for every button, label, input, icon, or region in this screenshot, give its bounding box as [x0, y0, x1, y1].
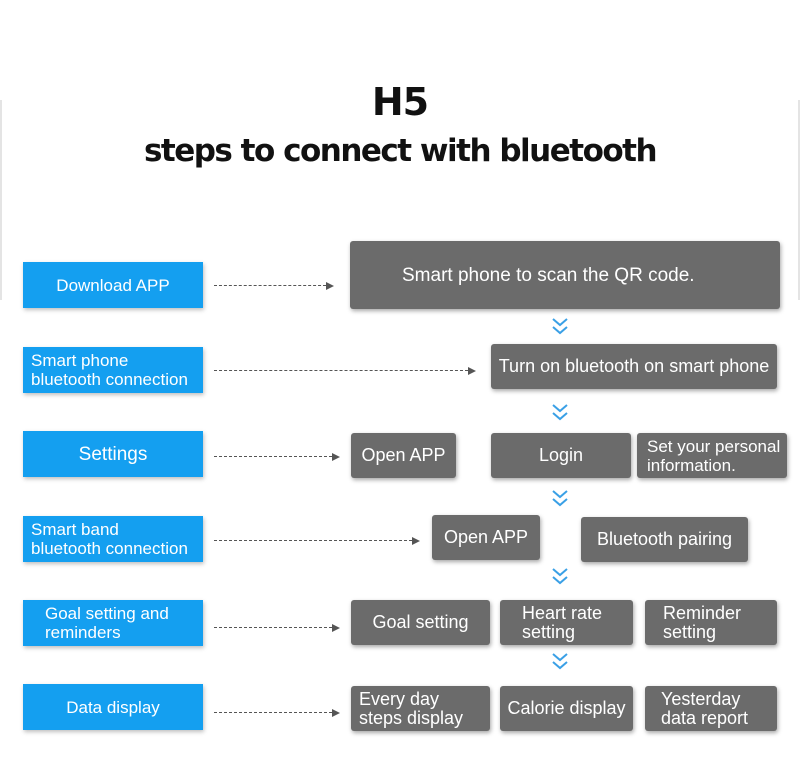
action-label: Every day steps display	[359, 688, 464, 728]
action-label: Goal setting	[372, 612, 469, 632]
step-band-bluetooth: Smart band bluetooth connection	[23, 516, 203, 562]
double-chevron-down-icon	[552, 318, 568, 335]
action-bluetooth-pairing: Bluetooth pairing	[581, 517, 748, 562]
action-turn-on-bluetooth: Turn on bluetooth on smart phone	[491, 344, 777, 389]
double-chevron-down-icon	[552, 568, 568, 585]
step-label: Settings	[78, 443, 148, 465]
page-subtitle: steps to connect with bluetooth	[143, 133, 658, 169]
action-label: Calorie display	[507, 698, 626, 718]
step-label: Download APP	[56, 275, 170, 295]
action-open-app: Open APP	[351, 433, 456, 478]
action-goal-setting: Goal setting	[351, 600, 490, 645]
connector-arrow	[214, 623, 340, 633]
double-chevron-down-icon	[552, 404, 568, 421]
action-scan-qr: Smart phone to scan the QR code.	[350, 241, 780, 309]
action-label: Open APP	[361, 445, 446, 465]
double-chevron-down-icon	[552, 653, 568, 670]
step-phone-bluetooth: Smart phone bluetooth connection	[23, 347, 203, 393]
connector-arrow	[214, 281, 334, 291]
action-label: Yesterday data report	[661, 688, 749, 728]
action-label: Reminder setting	[663, 602, 742, 642]
step-label: Smart band bluetooth connection	[31, 520, 188, 558]
connector-arrow	[214, 536, 420, 546]
connector-arrow	[214, 708, 340, 718]
right-edge-line	[798, 100, 800, 300]
step-download-app: Download APP	[23, 262, 203, 308]
step-label: Smart phone bluetooth connection	[31, 351, 188, 389]
page-title: H5	[371, 80, 429, 124]
action-reminder: Reminder setting	[645, 600, 777, 645]
action-heart-rate: Heart rate setting	[500, 600, 633, 645]
action-label: Turn on bluetooth on smart phone	[498, 356, 770, 376]
action-open-app-2: Open APP	[432, 515, 540, 560]
step-settings: Settings	[23, 431, 203, 477]
action-label: Heart rate setting	[522, 602, 603, 642]
step-data-display: Data display	[23, 684, 203, 730]
step-label: Data display	[66, 697, 160, 717]
connector-arrow	[214, 366, 476, 376]
action-steps-display: Every day steps display	[351, 686, 490, 731]
step-goal-reminders: Goal setting and reminders	[23, 600, 203, 646]
action-label: Set your personal information.	[647, 436, 781, 475]
action-yesterday-report: Yesterday data report	[645, 686, 777, 731]
action-personal-info: Set your personal information.	[637, 433, 787, 478]
action-label: Smart phone to scan the QR code.	[402, 264, 695, 286]
double-chevron-down-icon	[552, 490, 568, 507]
connector-arrow	[214, 452, 340, 462]
action-label: Open APP	[443, 527, 529, 547]
action-calorie-display: Calorie display	[500, 686, 633, 731]
action-label: Login	[538, 445, 584, 465]
action-label: Bluetooth pairing	[596, 529, 733, 549]
left-edge-line	[0, 100, 2, 300]
step-label: Goal setting and reminders	[45, 604, 169, 642]
action-login: Login	[491, 433, 631, 478]
